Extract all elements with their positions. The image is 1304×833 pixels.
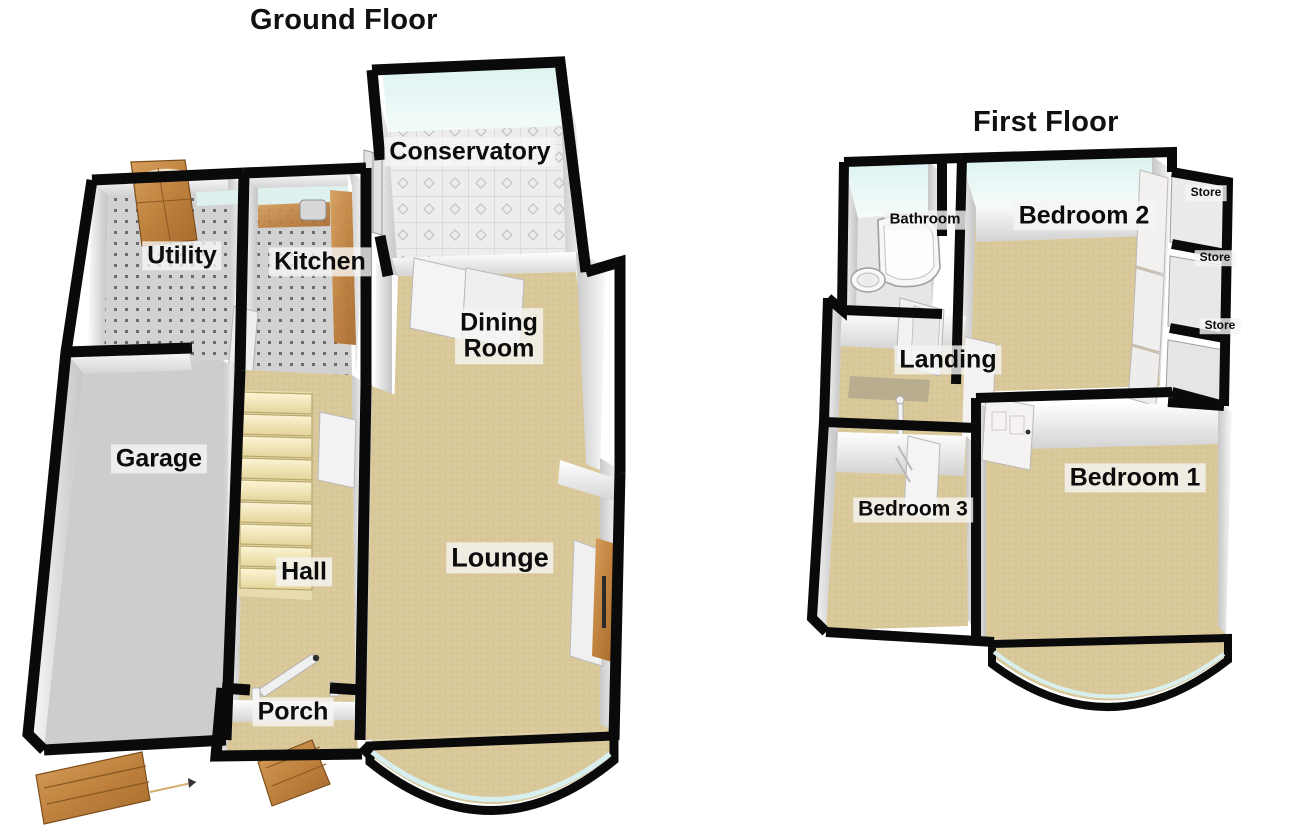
room-label-dining-room: Dining Room xyxy=(455,308,543,364)
store-door-2[interactable] xyxy=(1131,267,1165,353)
room-label-bedroom-2: Bedroom 2 xyxy=(1013,201,1155,231)
room-label-kitchen: Kitchen xyxy=(269,247,371,277)
kitchen-sink xyxy=(299,199,327,221)
room-label-bathroom: Bathroom xyxy=(884,210,966,230)
store-cupboards xyxy=(1165,171,1227,403)
room-label-porch: Porch xyxy=(252,697,334,727)
store-label-1: Store xyxy=(1185,185,1227,201)
room-label-utility: Utility xyxy=(142,241,222,271)
ground-floor-plan: Utility Kitchen Conservatory Dining Room… xyxy=(0,40,720,833)
lounge-bay-window xyxy=(365,731,619,815)
room-label-bedroom-1: Bedroom 1 xyxy=(1064,463,1206,493)
room-label-hall: Hall xyxy=(276,557,332,587)
hall-door[interactable] xyxy=(317,411,357,489)
store-label-3: Store xyxy=(1199,318,1241,334)
bedroom-1-bay-window xyxy=(988,633,1232,711)
room-bathroom xyxy=(842,160,942,312)
room-bedroom-3 xyxy=(812,422,978,630)
first-floor-title: First Floor xyxy=(973,106,1119,138)
staircase xyxy=(238,390,313,600)
room-conservatory xyxy=(363,62,586,276)
store-label-2: Store xyxy=(1194,250,1236,266)
room-label-lounge: Lounge xyxy=(446,542,554,574)
room-label-bedroom-3: Bedroom 3 xyxy=(853,497,973,523)
room-label-garage: Garage xyxy=(110,444,208,474)
ground-floor-title: Ground Floor xyxy=(250,4,438,36)
room-label-conservatory: Conservatory xyxy=(384,137,556,167)
first-floor-plan: Bathroom Bedroom 2 Landing Bedroom 3 Bed… xyxy=(780,140,1280,711)
room-bedroom-1 xyxy=(974,395,1232,711)
room-hall xyxy=(224,360,366,744)
garage-door[interactable] xyxy=(35,751,151,825)
bedroom-1-door[interactable] xyxy=(981,395,1035,471)
room-label-landing: Landing xyxy=(894,345,1002,375)
